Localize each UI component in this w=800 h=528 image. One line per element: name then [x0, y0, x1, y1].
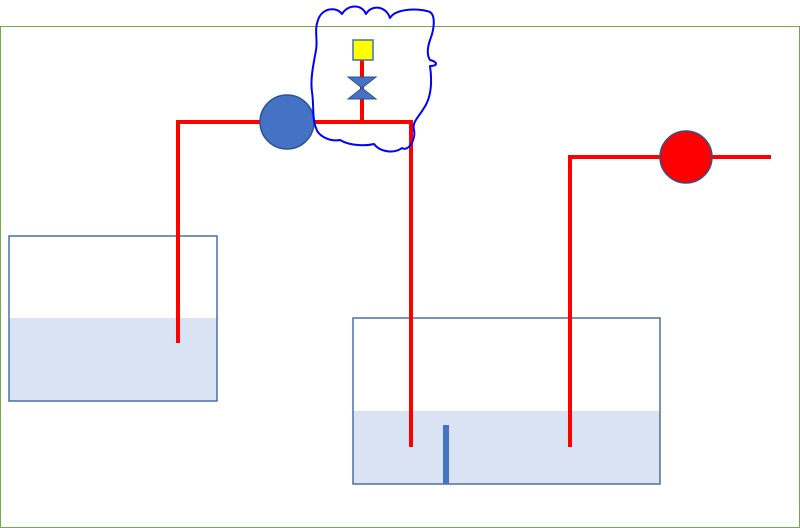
pump-b-icon — [659, 130, 713, 184]
left-tank-body — [8, 235, 218, 402]
highlight-cloud-icon — [310, 5, 437, 153]
right-tank — [352, 317, 661, 485]
left-tank-liquid — [9, 318, 217, 401]
pipe-network — [176, 60, 771, 447]
actuator-icon — [352, 39, 374, 61]
suction-pipe-left — [176, 120, 262, 343]
right-tank-body — [352, 317, 661, 485]
valve-icon — [346, 76, 378, 100]
pump-a-icon — [259, 94, 315, 150]
level-sensor-icon — [443, 425, 449, 484]
right-tank-liquid — [353, 411, 660, 484]
left-tank — [8, 235, 218, 402]
suction-pipe-right — [568, 155, 662, 447]
discharge-pipe — [312, 120, 413, 447]
control-valve — [346, 39, 378, 100]
